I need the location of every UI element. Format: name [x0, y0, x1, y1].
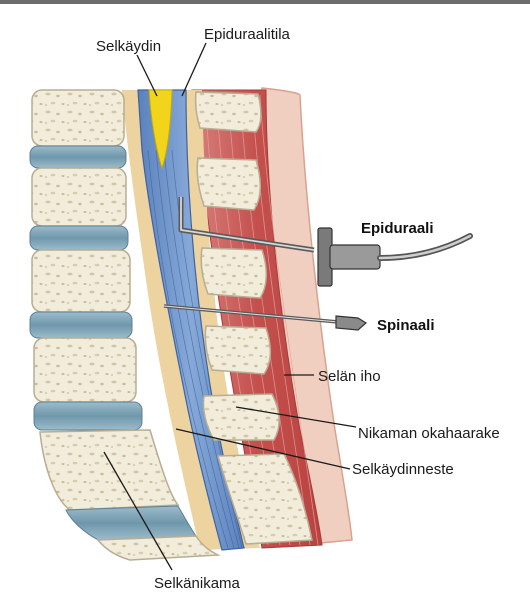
disc-1 — [30, 146, 126, 168]
vertebra-2 — [32, 168, 126, 226]
label-spinous-process: Nikaman okahaarake — [358, 425, 500, 442]
label-epidural-space: Epiduraalitila — [204, 26, 291, 43]
spinous-process-3 — [201, 248, 266, 298]
disc-4 — [34, 402, 142, 430]
disc-2 — [30, 226, 128, 250]
vertebra-4 — [34, 338, 136, 402]
disc-3 — [30, 312, 132, 338]
spinal-hub — [336, 316, 366, 330]
label-epidural: Epiduraali — [361, 220, 434, 237]
label-spinal-cord: Selkäydin — [96, 38, 161, 55]
spinous-process-2 — [197, 158, 260, 210]
label-skin: Selän iho — [318, 368, 381, 385]
epidural-catheter — [380, 236, 470, 258]
label-vertebra: Selkänikama — [154, 575, 241, 592]
leader-epidural-space — [182, 43, 206, 96]
vertebra-1 — [32, 90, 124, 146]
top-border — [0, 0, 530, 4]
spinous-process-5 — [203, 394, 279, 440]
label-spinal: Spinaali — [377, 317, 435, 334]
disc-5 — [66, 506, 196, 540]
spinous-process-1 — [196, 92, 261, 132]
spinous-process-4 — [205, 326, 270, 374]
label-csf: Selkäydinneste — [352, 461, 454, 478]
vertebra-5 — [40, 430, 178, 510]
epidural-hub-body — [330, 245, 380, 269]
vertebra-3 — [32, 250, 130, 312]
